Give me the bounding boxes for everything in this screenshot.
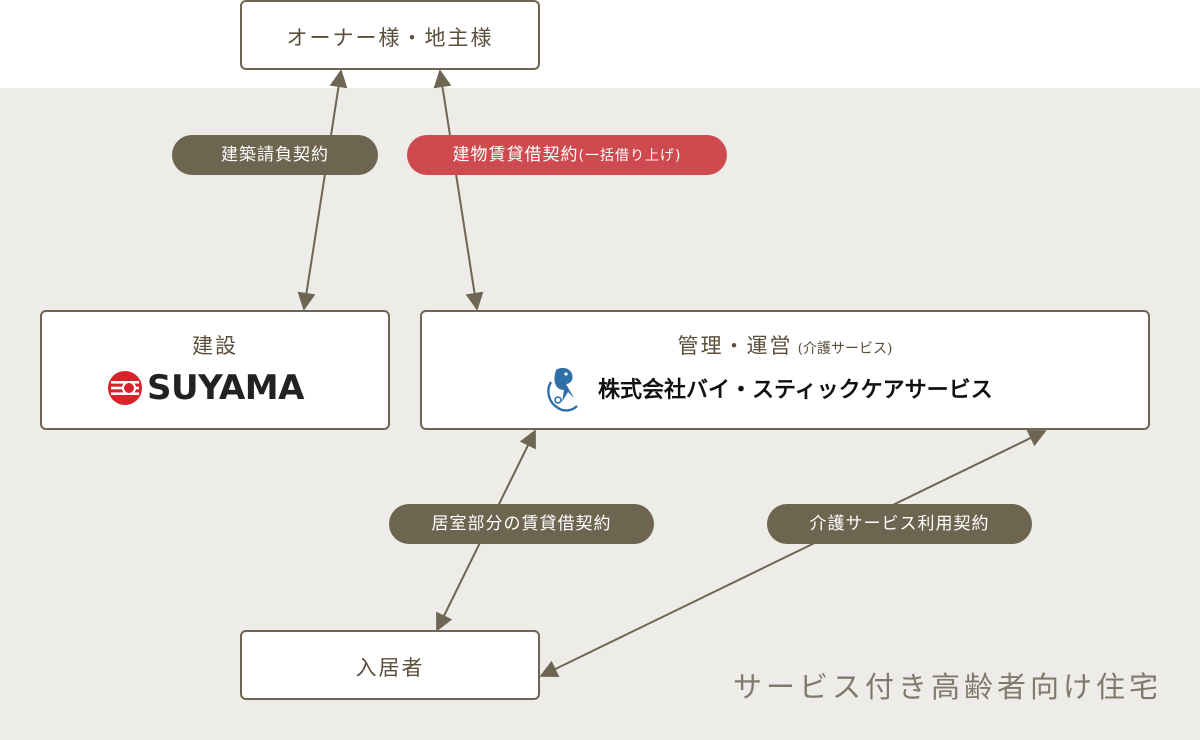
company-name: 株式会社バイ・スティックケアサービス (598, 378, 993, 403)
resident-label: 入居者 (355, 656, 425, 680)
bird-logo-icon (547, 367, 578, 412)
management-note: (介護サービス) (797, 341, 893, 357)
construction-title: 建設 (192, 334, 238, 358)
arrow-management-resident-care (539, 429, 1047, 678)
care-contract-pill: 介護サービス利用契約 (767, 504, 1032, 544)
arrow-owner-construction (297, 69, 348, 311)
lease-contract-label: 建物賃貸借契約 (452, 145, 579, 165)
management-heading: 管理・運営 (介護サービス) (422, 330, 1148, 360)
facility-label: サービス付き高齢者向け住宅 (732, 670, 1162, 704)
lease-contract-pill: 建物賃貸借契約(一括借り上げ) (407, 135, 727, 175)
room-lease-label: 居室部分の賃貸借契約 (431, 514, 612, 534)
care-contract-label: 介護サービス利用契約 (809, 514, 990, 534)
management-box: 管理・運営 (介護サービス) 株式会社バイ・スティックケアサービス (420, 310, 1150, 430)
construction-contract-label: 建築請負契約 (221, 145, 329, 165)
suyama-logo: SUYAMA (107, 368, 304, 408)
management-title: 管理・運営 (677, 334, 793, 358)
suyama-logo-icon (108, 371, 142, 405)
resident-box: 入居者 (240, 630, 540, 700)
company-logo: 株式会社バイ・スティックケアサービス (544, 362, 993, 414)
suyama-wordmark: SUYAMA (147, 368, 304, 408)
lease-contract-note: (一括借り上げ) (578, 148, 682, 164)
construction-box: 建設 SUYAMA (40, 310, 390, 430)
construction-contract-pill: 建築請負契約 (172, 135, 378, 175)
owner-label: オーナー様・地主様 (286, 26, 494, 50)
arrow-owner-management (433, 69, 484, 311)
owner-box: オーナー様・地主様 (240, 0, 540, 70)
room-lease-pill: 居室部分の賃貸借契約 (389, 504, 654, 544)
